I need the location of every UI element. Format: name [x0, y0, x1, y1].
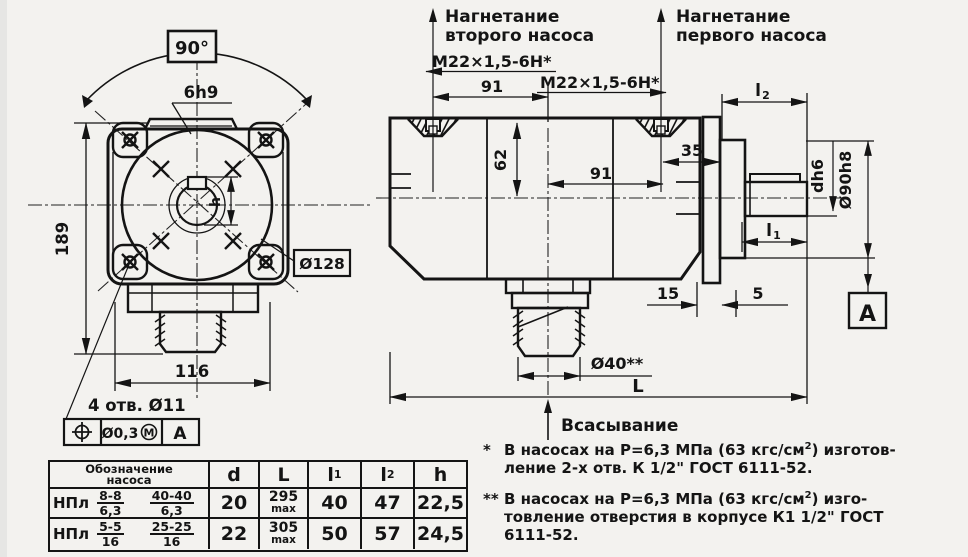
col-header-designation: Обозначение насоса	[50, 462, 210, 487]
dim-15-label: 15	[657, 284, 679, 303]
dim-l1-sub: 1	[773, 229, 781, 242]
footnote-line: ление 2-х отв. К 1/2" ГОСТ 6111-52.	[504, 459, 813, 477]
dim-91-top-label: 91	[481, 77, 503, 96]
position-tolerance-frame	[62, 417, 201, 447]
dim-189-label: 189	[53, 222, 72, 256]
dim-116-label: 116	[175, 362, 209, 381]
shaft-key	[749, 173, 801, 183]
flange-hub	[718, 138, 747, 260]
dim-L-label: L	[632, 376, 643, 397]
footnote-marker: **	[483, 490, 499, 508]
footnote-line: товление отверстия в корпусе К1 1/2" ГОС…	[504, 508, 884, 526]
footnote-2: ** В насосах на Р=6,3 МПа (63 кгс/см2) и…	[483, 490, 965, 544]
shaft	[743, 180, 809, 218]
front-centerlines	[28, 56, 372, 398]
suction-arrow-icon	[544, 399, 552, 413]
value-l2: 57	[362, 519, 415, 549]
footnotes: * В насосах на Р=6,3 МПа (63 кгс/см2) из…	[483, 441, 965, 557]
side-view: Нагнетание второго насоса Нагнетание пер…	[376, 7, 888, 440]
dim-91-mid-label: 91	[590, 164, 612, 183]
value-h: 22,5	[417, 492, 464, 514]
hole-mark	[151, 231, 171, 251]
discharge-second-line2: второго насоса	[445, 26, 594, 46]
col-header-L: L	[260, 462, 309, 487]
angle-label-box	[166, 29, 218, 64]
mmc-symbol-icon	[140, 423, 158, 441]
footnote-marker: *	[483, 441, 491, 459]
hole-mark	[223, 231, 243, 251]
dim-5-label: 5	[752, 284, 763, 303]
angle-label: 90°	[175, 38, 209, 59]
arc-arrow-right	[301, 95, 312, 108]
hole-mark	[151, 159, 171, 179]
tolerance-leader	[65, 261, 131, 420]
keyway	[186, 175, 208, 191]
body-internal-lines	[391, 118, 700, 279]
value-h: 24,5	[417, 523, 464, 545]
view-a-label: A	[859, 302, 876, 327]
dim-h	[204, 176, 238, 226]
front-view: 90° h 6h9	[28, 29, 372, 447]
suction-label: Всасывание	[561, 416, 678, 436]
holes-note: 4 отв. Ø11	[88, 396, 186, 415]
spigot-label: Ø128	[299, 255, 345, 273]
dim-l2-label: l	[755, 81, 761, 101]
view-a-box	[847, 291, 888, 330]
value-l2: 47	[362, 489, 415, 517]
dim-62-label: 62	[491, 149, 510, 171]
scan-edge	[0, 0, 7, 557]
dim-l1-label: l	[766, 221, 772, 241]
spigot-label-box	[292, 248, 352, 278]
pilot-circle	[120, 128, 274, 282]
tolerance-value: Ø0,3	[102, 426, 139, 442]
footnote-line: В насосах на Р=6,3 МПа (63 кгс/см2) изго…	[504, 490, 868, 508]
keyway-label: 6h9	[184, 83, 219, 102]
thread-right-label: M22×1,5-6H*	[540, 73, 660, 92]
value-l1: 50	[309, 519, 362, 549]
hole-mark	[223, 159, 243, 179]
mounting-flange	[701, 115, 722, 285]
footnote-line: В насосах на Р=6,3 МПа (63 кгс/см2) изго…	[504, 441, 896, 459]
tolerance-modifier: M	[144, 427, 155, 440]
key-height-label: h	[208, 197, 224, 207]
col-header-d: d	[210, 462, 260, 487]
discharge-second-line1: Нагнетание	[445, 7, 559, 27]
tolerance-datum: A	[173, 424, 187, 444]
position-symbol-icon	[72, 422, 92, 442]
arc-arrow-left	[82, 95, 93, 108]
shaft-dia-label: dh6	[808, 159, 827, 193]
thread-left-label: M22×1,5-6H*	[432, 52, 552, 71]
value-d: 20	[210, 489, 260, 517]
side-centerlines	[376, 128, 846, 396]
suction-boss-side	[504, 277, 592, 358]
value-d: 22	[210, 519, 260, 549]
dim-189	[74, 122, 163, 355]
dim-l2-sub: 2	[762, 89, 770, 102]
top-slot	[143, 117, 239, 130]
discharge-first-line2: первого насоса	[676, 26, 827, 46]
flange-spigot-dia-label: Ø90h8	[836, 151, 855, 209]
dim-116	[114, 302, 271, 391]
footnote-1: * В насосах на Р=6,3 МПа (63 кгс/см2) из…	[483, 441, 965, 477]
dim-35-label: 35	[681, 141, 703, 160]
col-header-h: h	[433, 463, 448, 486]
value-l1: 40	[309, 489, 362, 517]
pump-body	[388, 116, 702, 281]
suction-dia-label: Ø40**	[591, 354, 644, 373]
footnote-line: 6111-52.	[504, 526, 579, 544]
discharge-first-line1: Нагнетание	[676, 7, 790, 27]
suction-boss-front	[126, 282, 260, 354]
